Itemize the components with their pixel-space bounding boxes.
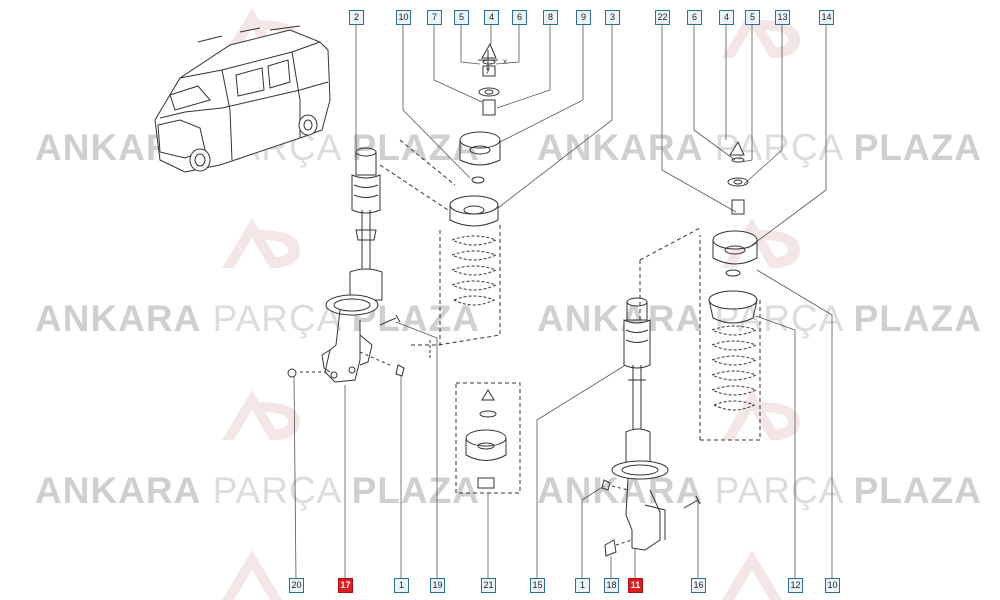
callout-12[interactable]: 12	[788, 578, 803, 593]
linework	[154, 25, 761, 557]
callout-21[interactable]: 21	[481, 578, 496, 593]
callout-10-right[interactable]: 10	[825, 578, 840, 593]
callout-8[interactable]: 8	[543, 10, 558, 25]
callout-19[interactable]: 19	[430, 578, 445, 593]
callout-7[interactable]: 7	[427, 10, 442, 25]
watermark-logos	[222, 8, 800, 600]
right-top-mount	[639, 140, 761, 441]
callout-1-right[interactable]: 1	[575, 578, 590, 593]
right-strut	[601, 297, 701, 557]
callout-4-right[interactable]: 4	[719, 10, 734, 25]
callout-20[interactable]: 20	[289, 578, 304, 593]
callout-22[interactable]: 22	[655, 10, 670, 25]
callout-15[interactable]: 15	[530, 578, 545, 593]
callout-1[interactable]: 1	[394, 578, 409, 593]
left-strut	[287, 147, 405, 383]
axis-label-y: y	[486, 65, 490, 74]
callout-5[interactable]: 5	[454, 10, 469, 25]
callout-13[interactable]: 13	[775, 10, 790, 25]
van-illustration	[154, 25, 331, 173]
callout-4[interactable]: 4	[484, 10, 499, 25]
callout-10[interactable]: 10	[396, 10, 411, 25]
callout-6[interactable]: 6	[512, 10, 527, 25]
callout-9[interactable]: 9	[576, 10, 591, 25]
callout-3[interactable]: 3	[605, 10, 620, 25]
callout-5-right[interactable]: 5	[745, 10, 760, 25]
callout-16[interactable]: 16	[691, 578, 706, 593]
callout-6-right[interactable]: 6	[687, 10, 702, 25]
callout-2[interactable]: 2	[349, 10, 364, 25]
callout-17-highlight[interactable]: 17	[338, 578, 353, 593]
callout-14[interactable]: 14	[819, 10, 834, 25]
callout-11-highlight[interactable]: 11	[628, 578, 643, 593]
leader-lines	[293, 24, 833, 581]
axis-label-x: x	[503, 57, 507, 66]
callout-18[interactable]: 18	[604, 578, 619, 593]
left-top-mount	[379, 42, 501, 360]
center-kit-box	[455, 382, 521, 494]
